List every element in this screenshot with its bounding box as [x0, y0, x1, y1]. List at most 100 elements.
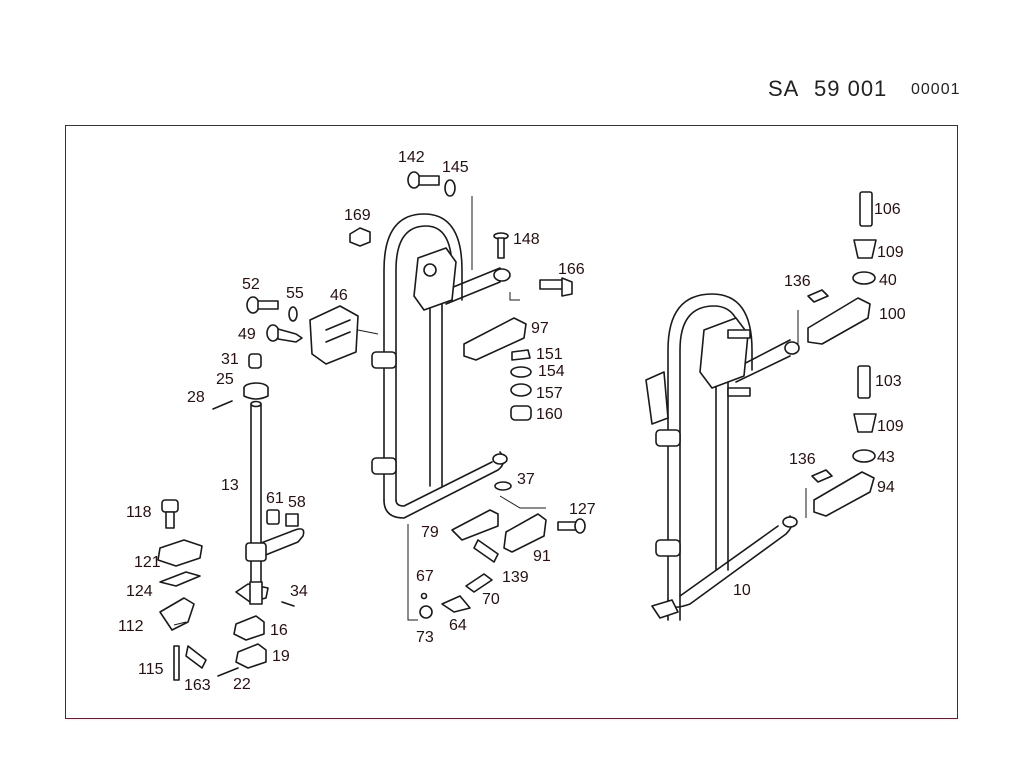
document-number: 59 001	[814, 76, 888, 101]
washer-43	[852, 449, 876, 463]
part-number-label: 139	[502, 569, 529, 586]
frame-bottom-loop	[667, 515, 794, 608]
leader-line	[173, 621, 187, 626]
latch-112	[159, 597, 195, 631]
part-number-label: 148	[513, 231, 540, 248]
part-number-label: 46	[330, 287, 348, 304]
bracket-97	[463, 317, 527, 361]
bushing-body	[243, 388, 269, 400]
part-number-label: 121	[134, 554, 161, 571]
part-number-label: 40	[879, 272, 897, 289]
part-number-label: 136	[784, 273, 811, 290]
right-assembly	[645, 191, 877, 621]
bolt-166-head	[561, 277, 573, 297]
part-number-label: 136	[789, 451, 816, 468]
side-latch	[645, 371, 669, 425]
roll-pin	[281, 601, 295, 607]
upper-crossbar	[445, 267, 501, 305]
part-number-label: 151	[536, 346, 563, 363]
stud-upper	[727, 329, 751, 339]
pin-part	[212, 400, 233, 410]
part-number-label: 16	[270, 622, 288, 639]
bolt-shank	[257, 300, 279, 310]
bolt-118-shank	[165, 511, 175, 529]
part-number-label: 19	[272, 648, 290, 665]
part-number-label: 22	[233, 676, 251, 693]
bolt-127-head	[574, 518, 586, 534]
shaft-part	[250, 403, 262, 595]
fitting-139	[465, 573, 493, 593]
part-number-label: 109	[877, 244, 904, 261]
part-number-label: 124	[126, 583, 153, 600]
left-assembly	[157, 296, 379, 681]
document-code: SA	[768, 76, 800, 101]
part-number-label: 91	[533, 548, 551, 565]
shaft-end	[250, 400, 262, 408]
part-number-label: 115	[138, 661, 164, 678]
plate-124	[159, 571, 201, 587]
leader-line	[407, 524, 418, 621]
part-number-label: 49	[238, 326, 256, 343]
bottom-tube-end	[492, 453, 508, 465]
part-number-label: 166	[558, 261, 585, 278]
frame-arch-outer	[383, 213, 463, 501]
part-number-label: 169	[344, 207, 371, 224]
bracket-91	[503, 513, 547, 553]
frame-arch-outer	[667, 293, 753, 621]
frame-leg	[429, 299, 443, 487]
bolt-136-lower	[811, 469, 833, 483]
stud-lower	[727, 387, 751, 397]
arch-plate	[699, 317, 749, 389]
part-number-label: 109	[877, 418, 904, 435]
pin-22	[217, 667, 239, 677]
part-number-label: 100	[879, 306, 906, 323]
part-number-label: 37	[517, 471, 535, 488]
frame-clip-lower	[655, 539, 681, 557]
part-number-label: 160	[536, 406, 563, 423]
pin-106	[859, 191, 873, 227]
part-151	[511, 349, 531, 361]
part-number-label: 34	[290, 583, 308, 600]
part-number-label: 103	[875, 373, 902, 390]
shaft-bottom	[249, 581, 263, 605]
part-number-label: 55	[286, 285, 304, 302]
bolt-142-shank	[418, 175, 440, 186]
washer-154	[510, 366, 532, 378]
small-block	[285, 513, 299, 527]
frame-clip-upper	[655, 429, 681, 447]
latch-line	[357, 329, 379, 335]
leader-line	[509, 292, 520, 301]
part-number-label: 73	[416, 629, 434, 646]
bolt-166-shank	[539, 279, 565, 290]
bottom-tube-end	[782, 516, 798, 528]
part-number-label: 10	[733, 582, 751, 599]
screw-thread	[277, 328, 303, 343]
pin-115	[173, 645, 180, 681]
part-number-label: 58	[288, 494, 306, 511]
part-number-label: 61	[266, 490, 284, 507]
part-number-label: 142	[398, 149, 425, 166]
part-number-label: 64	[449, 617, 467, 634]
frame-leg	[715, 359, 729, 571]
arch-plate-hole	[423, 263, 437, 277]
bushing-160	[510, 405, 532, 421]
frame-bottom-loop	[383, 451, 505, 519]
part-number-label: 94	[877, 479, 895, 496]
nut-169	[349, 227, 371, 247]
part-number-label: 157	[536, 385, 563, 402]
bushing-109	[853, 239, 877, 259]
frame-clip-lower	[371, 457, 397, 475]
part-number-label: 118	[126, 504, 152, 521]
frame-clip-upper	[371, 351, 397, 369]
catch-64	[441, 595, 471, 613]
bolt-118-head	[161, 499, 179, 513]
ball-67	[420, 592, 428, 600]
plate-121	[157, 539, 203, 567]
latch-block	[309, 305, 359, 365]
bottom-catch	[651, 599, 679, 619]
washer-40	[852, 271, 876, 285]
fitting-19	[235, 643, 267, 669]
bracket-94	[813, 471, 875, 517]
part-number-label: 52	[242, 276, 260, 293]
